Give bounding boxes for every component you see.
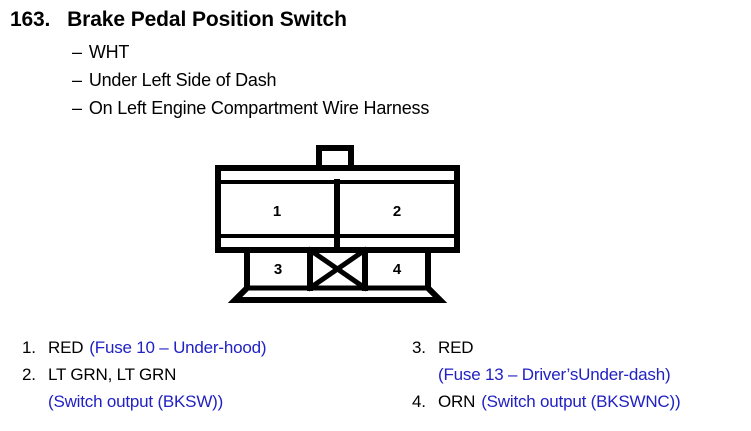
locking-tab [316,145,354,171]
legend-index-1: 1. [22,338,36,357]
pin-label-2: 2 [393,203,401,220]
legend-item-3: 3. RED [412,338,680,365]
bullet-dash-2: – [72,98,82,118]
item-number: 163. [10,8,51,31]
pin-label-3: 3 [274,261,282,278]
legend-wire-color-2: LT GRN, LT GRN [48,365,177,384]
legend-item-2: 2. LT GRN, LT GRN [22,365,266,392]
blocked-cell-diagonal-2 [306,246,369,292]
legend-item-2-continuation: (Switch output (BKSW)) [22,392,266,419]
connector-diagram: 1 2 3 4 [205,140,470,315]
legend-index-3: 3. [412,338,426,357]
legend-wire-desc-1: (Fuse 10 – Under-hood) [89,338,267,357]
legend-wire-color-3: RED [438,338,474,357]
legend-column-left: 1. RED (Fuse 10 – Under-hood) 2. LT GRN,… [22,338,267,419]
header-bullet-2: –On Left Engine Compartment Wire Harness [72,98,429,119]
legend-wire-color-4: ORN [438,392,476,411]
page-title: 163. Brake Pedal Position Switch [10,8,347,32]
legend-column-right: 3. RED (Fuse 13 – Driver’sUnder-dash) 4.… [412,338,681,419]
pin-label-4: 4 [393,261,402,278]
legend-item-3-continuation: (Fuse 13 – Driver’sUnder-dash) [412,365,680,392]
legend-wire-desc-3: (Fuse 13 – Driver’sUnder-dash) [438,365,671,384]
lower-body-outline [227,247,448,303]
legend-item-4: 4. ORN (Switch output (BKSWNC)) [412,392,681,419]
legend-index-2: 2. [22,365,36,384]
item-title: Brake Pedal Position Switch [67,8,347,31]
bullet-text-0: WHT [88,42,130,62]
legend-item-1: 1. RED (Fuse 10 – Under-hood) [22,338,267,365]
bullet-dash-0: – [72,42,82,62]
bullet-text-1: Under Left Side of Dash [88,70,277,90]
pin-label-1: 1 [273,203,281,220]
legend-wire-color-1: RED [48,338,84,357]
bullet-dash-1: – [72,70,82,90]
legend-wire-desc-2: (Switch output (BKSW)) [48,392,224,411]
bullet-text-2: On Left Engine Compartment Wire Harness [88,98,430,118]
legend-wire-desc-4: (Switch output (BKSWNC)) [481,392,681,411]
legend-index-4: 4. [412,392,426,411]
header-bullet-1: –Under Left Side of Dash [72,70,277,91]
header-bullet-0: –WHT [72,42,129,63]
